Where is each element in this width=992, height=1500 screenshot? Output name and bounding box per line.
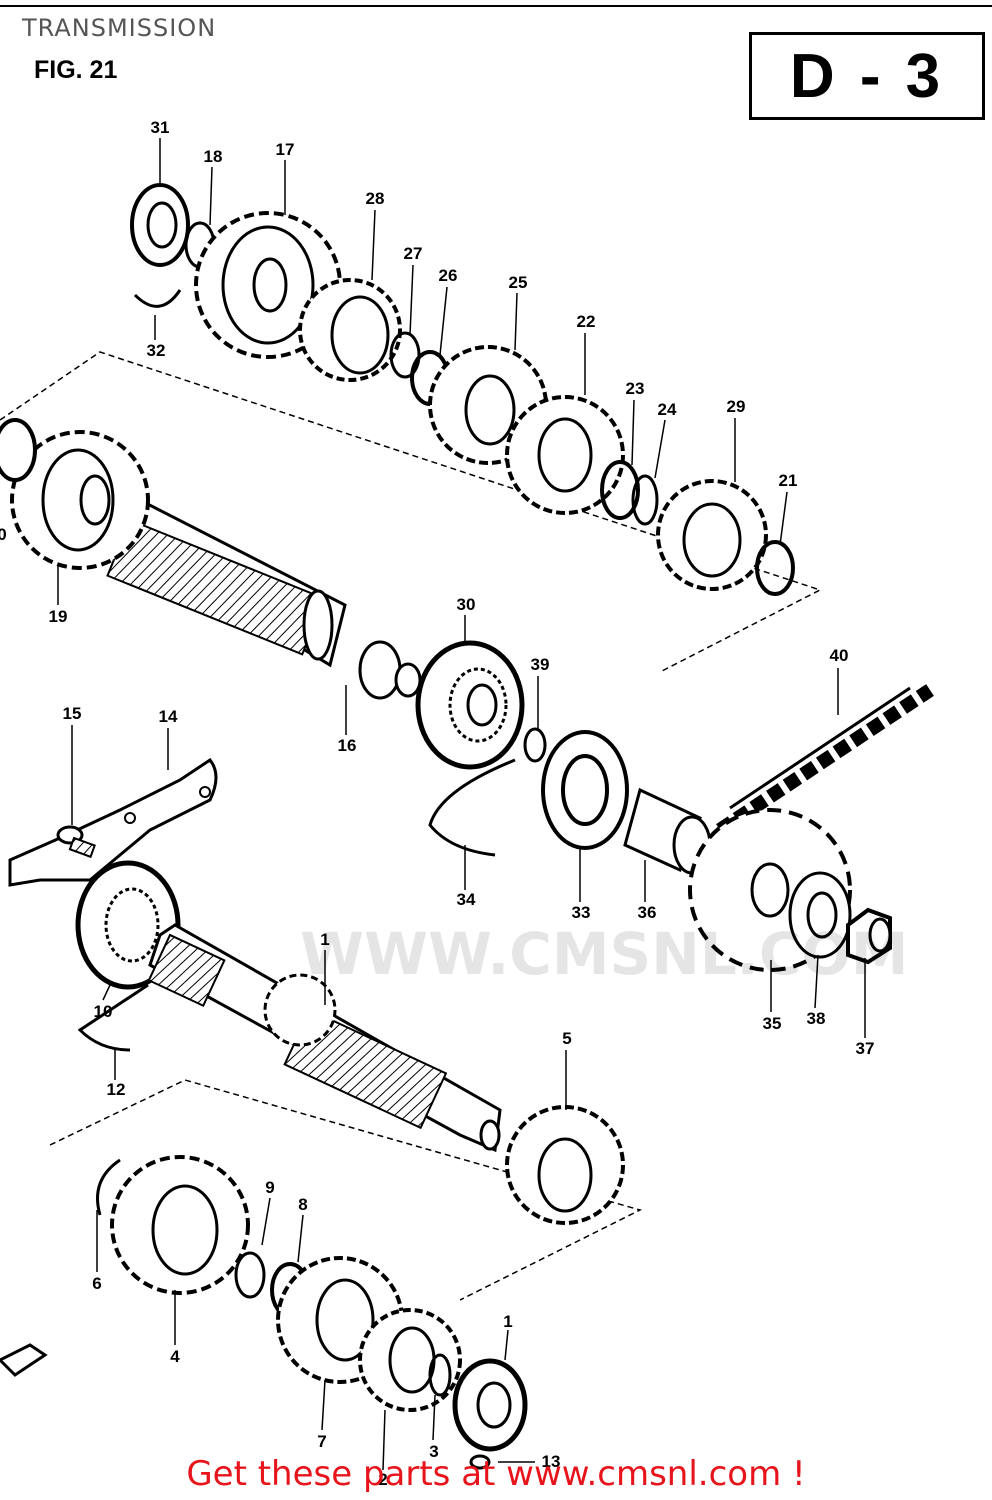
callout-24: 24 xyxy=(657,400,677,419)
washer-20 xyxy=(0,418,37,482)
upper-group-outline xyxy=(0,351,822,673)
figure-number: FIG. 21 xyxy=(34,56,118,84)
callout-37: 37 xyxy=(855,1039,875,1058)
callout-19: 19 xyxy=(48,607,68,626)
callout-13: 13 xyxy=(541,1452,561,1471)
callout-32: 32 xyxy=(146,341,166,360)
callout-5: 5 xyxy=(562,1029,572,1048)
o-ring-39 xyxy=(523,727,547,763)
callout-11: 1 xyxy=(503,1312,513,1331)
washer-9 xyxy=(234,1251,266,1299)
callout-39: 39 xyxy=(530,655,550,674)
callout-38: 38 xyxy=(806,1009,826,1028)
watermark: WWW.CMSNL.COM xyxy=(300,920,909,988)
callout-25: 25 xyxy=(508,273,528,292)
leader-lines xyxy=(57,138,866,1471)
callout-40: 40 xyxy=(829,646,849,665)
nut-37 xyxy=(846,907,892,965)
callout-18: 18 xyxy=(203,147,223,166)
callout-14: 14 xyxy=(158,707,178,726)
circlip-24 xyxy=(631,474,659,526)
callout-20: 0 xyxy=(0,525,7,544)
gear-29 xyxy=(656,479,768,591)
gear-28 xyxy=(298,278,402,382)
callout-9: 9 xyxy=(265,1178,275,1197)
callout-31: 31 xyxy=(150,118,170,137)
callout-17: 17 xyxy=(275,140,295,159)
o-ring-13 xyxy=(469,1454,491,1470)
oil-seal-33 xyxy=(541,730,629,850)
lock-washer-38 xyxy=(788,871,852,959)
circlip-6 xyxy=(96,1158,121,1216)
driveshaft-1 xyxy=(147,923,502,1153)
screw-15 xyxy=(56,825,96,859)
callout-21: 21 xyxy=(778,471,798,490)
callout-4: 4 xyxy=(170,1347,180,1366)
circlip-3 xyxy=(428,1353,452,1397)
circlip-12 xyxy=(77,983,149,1052)
page-title: TRANSMISSION xyxy=(22,14,217,42)
callout-30: 30 xyxy=(456,595,476,614)
callout-10: 10 xyxy=(93,1002,113,1021)
lower-group-outline xyxy=(49,1079,643,1301)
callout-8: 8 xyxy=(298,1195,308,1214)
callout-2: 2 xyxy=(378,1470,388,1489)
section-code: D - 3 xyxy=(749,32,985,120)
callout-28: 28 xyxy=(365,189,385,208)
callout-29: 29 xyxy=(726,397,746,416)
callout-3: 3 xyxy=(429,1442,439,1461)
callout-27: 27 xyxy=(403,244,423,263)
callout-23: 23 xyxy=(625,379,645,398)
callout-7: 7 xyxy=(317,1432,327,1451)
callout-1: 1 xyxy=(320,930,330,949)
callout-15: 15 xyxy=(62,704,82,723)
circlip-34 xyxy=(428,758,516,857)
callout-33: 33 xyxy=(571,903,591,922)
callout-26: 26 xyxy=(438,266,458,285)
buy-parts-link[interactable]: Get these parts at www.cmsnl.com ! xyxy=(186,1454,806,1494)
gear-2 xyxy=(358,1308,462,1412)
circlip-32 xyxy=(133,289,182,308)
callout-35: 35 xyxy=(762,1014,782,1033)
gear-5 xyxy=(505,1105,625,1225)
bearing-11 xyxy=(452,1358,528,1452)
callout-6: 6 xyxy=(92,1274,102,1293)
washer-23 xyxy=(600,460,640,520)
callout-12: 12 xyxy=(106,1080,126,1099)
countershaft xyxy=(106,493,422,700)
callout-34: 34 xyxy=(456,890,476,909)
bearing-31 xyxy=(130,183,190,267)
front-arrow-icon xyxy=(0,1343,48,1377)
circlip-21 xyxy=(755,540,795,596)
gear-22 xyxy=(505,395,625,515)
gear-19 xyxy=(10,430,150,570)
drive-chain-40 xyxy=(716,684,934,836)
callout-16: 16 xyxy=(337,736,357,755)
callout-22: 22 xyxy=(576,312,596,331)
callout-36: 36 xyxy=(637,903,657,922)
bearing-30 xyxy=(415,640,525,770)
gear-4 xyxy=(110,1155,250,1295)
